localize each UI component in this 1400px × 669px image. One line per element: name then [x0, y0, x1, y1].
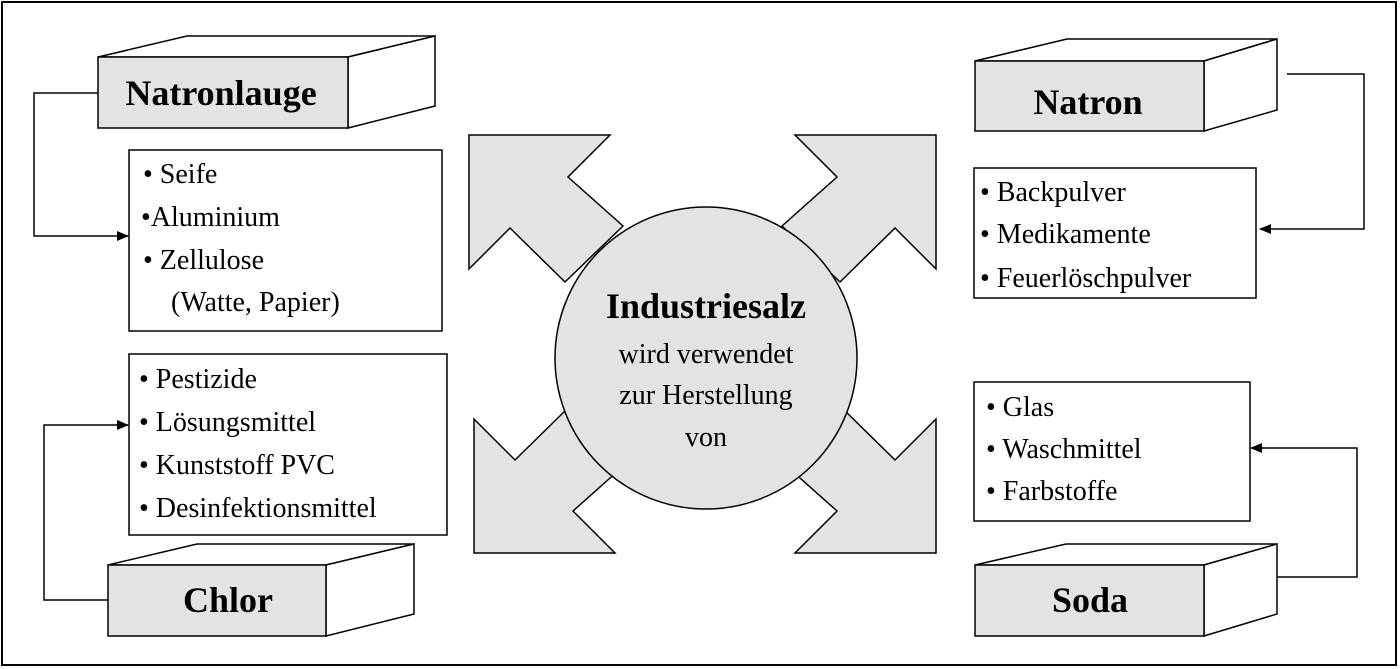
list-natron-item-2: • Medikamente — [980, 219, 1151, 250]
list-natron: • Backpulver • Medikamente • Feuerlöschp… — [973, 167, 1257, 299]
center-line-2: zur Herstellung — [619, 380, 792, 411]
label-natronlauge: Natronlauge — [125, 73, 316, 113]
label-soda: Soda — [1052, 580, 1128, 620]
list-soda-box — [973, 381, 1251, 522]
connector-soda — [1250, 443, 1358, 578]
arrow-up-left — [468, 134, 625, 284]
box-natronlauge: Natronlauge — [97, 35, 436, 129]
connector-natron — [1259, 73, 1365, 234]
connector-natronlauge — [33, 92, 129, 241]
list-natronlauge-item-1: • Seife — [143, 159, 217, 190]
center-node: Industriesalz wird verwendet zur Herstel… — [554, 206, 858, 510]
box-chlor-front — [107, 564, 327, 637]
center-line-3: von — [685, 422, 727, 453]
box-natronlauge-front — [97, 56, 349, 129]
list-natronlauge: • Seife •Aluminium • Zellulose (Watte, P… — [128, 149, 443, 332]
list-soda-item-3: • Farbstoffe — [986, 476, 1117, 507]
box-soda-front — [974, 564, 1205, 637]
list-chlor-item-1: • Pestizide — [139, 364, 257, 395]
box-soda: Soda — [974, 543, 1278, 638]
label-chlor: Chlor — [183, 580, 273, 620]
label-natron: Natron — [1033, 82, 1142, 122]
center-circle — [554, 206, 858, 510]
list-natronlauge-item-2: •Aluminium — [141, 202, 280, 233]
list-natronlauge-item-3: • Zellulose — [143, 245, 264, 276]
box-natron-front — [974, 60, 1205, 132]
box-natron: Natron — [974, 37, 1278, 132]
list-natronlauge-box — [128, 149, 443, 332]
list-chlor-item-2: • Lösungsmittel — [139, 407, 316, 438]
list-chlor-item-3: • Kunststoff PVC — [139, 450, 335, 481]
list-natron-item-1: • Backpulver — [980, 177, 1127, 208]
list-chlor-item-4: • Desinfektionsmittel — [139, 493, 377, 524]
list-chlor: • Pestizide • Lösungsmittel • Kunststoff… — [128, 353, 448, 536]
list-soda-item-1: • Glas — [986, 392, 1054, 423]
center-line-1: wird verwendet — [619, 339, 794, 370]
box-chlor: Chlor — [107, 543, 415, 637]
list-soda: • Glas • Waschmittel • Farbstoffe — [973, 381, 1251, 522]
list-natron-item-3: • Feuerlöschpulver — [980, 263, 1192, 294]
list-natronlauge-item-4: (Watte, Papier) — [171, 287, 340, 318]
list-chlor-box — [128, 353, 448, 536]
list-natron-box — [973, 167, 1257, 299]
center-title: Industriesalz — [606, 286, 806, 326]
connector-chlor — [43, 420, 129, 601]
list-soda-item-2: • Waschmittel — [986, 434, 1142, 465]
